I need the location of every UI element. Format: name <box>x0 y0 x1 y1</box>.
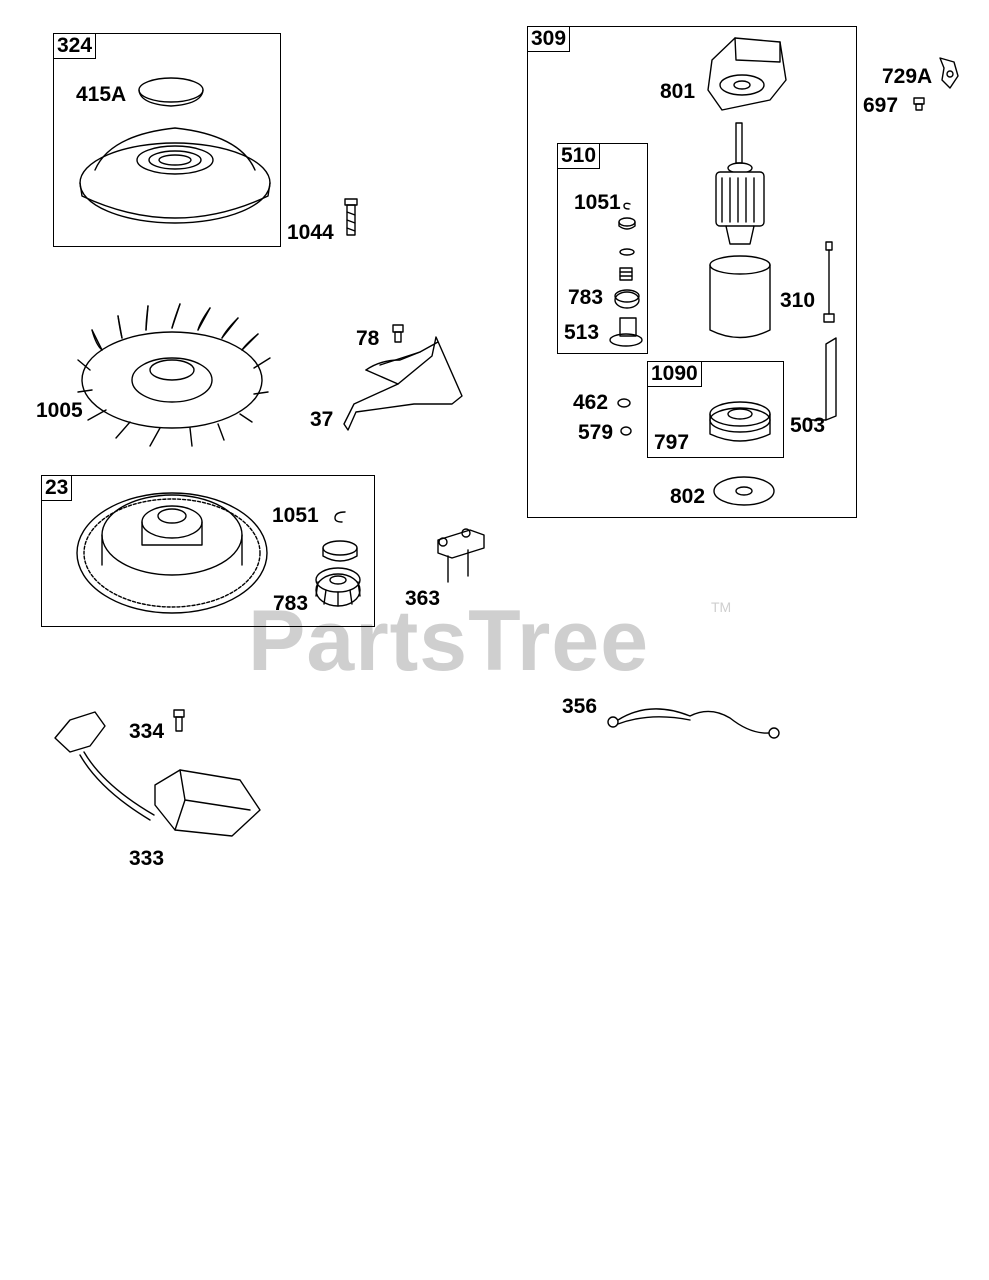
nut-579-drawing <box>620 426 632 436</box>
group-box-1090: 1090 <box>647 361 784 458</box>
callout-801: 801 <box>660 80 696 103</box>
callout-503: 503 <box>790 414 826 437</box>
fan-1005-drawing <box>77 303 271 447</box>
flywheel-23-drawing <box>76 492 268 614</box>
screw-697-drawing <box>913 97 925 111</box>
housing-310-drawing <box>709 255 771 339</box>
callout-783-starter: 783 <box>568 286 604 309</box>
group-tag-510: 510 <box>557 143 601 169</box>
ignition-coil-333-drawing <box>54 711 261 837</box>
callout-356: 356 <box>562 695 598 718</box>
screw-78-drawing <box>392 324 404 343</box>
gear-783-drawing <box>315 540 361 607</box>
nut-462-drawing <box>617 398 631 408</box>
cap-415A-drawing <box>138 77 204 107</box>
callout-783-flywheel: 783 <box>273 592 309 615</box>
callout-310: 310 <box>780 289 816 312</box>
callout-1051-starter: 1051 <box>574 191 621 214</box>
callout-797: 797 <box>654 431 690 454</box>
blower-housing-drawing <box>79 127 271 224</box>
callout-579: 579 <box>578 421 614 444</box>
bolt-1044-drawing <box>344 198 358 236</box>
group-box-510: 510 <box>557 143 648 354</box>
group-tag-324: 324 <box>53 33 97 59</box>
callout-513: 513 <box>564 321 600 344</box>
washer-802-drawing <box>713 476 775 506</box>
clip-1051-drawing <box>334 511 346 523</box>
group-tag-309: 309 <box>527 26 571 52</box>
group-box-23: 23 <box>41 475 375 627</box>
brush-holder-797-drawing <box>709 401 771 442</box>
callout-1005: 1005 <box>36 399 83 422</box>
trademark-mark: TM <box>711 599 732 615</box>
callout-729A: 729A <box>882 65 933 88</box>
callout-462: 462 <box>573 391 609 414</box>
group-tag-1090: 1090 <box>647 361 702 387</box>
callout-78: 78 <box>356 327 380 350</box>
group-box-309: 309 <box>527 26 857 518</box>
callout-334: 334 <box>129 720 165 743</box>
callout-1051-flywheel: 1051 <box>272 504 319 527</box>
through-bolt-drawing <box>823 241 835 323</box>
group-tag-23: 23 <box>41 475 73 501</box>
strap-503-drawing <box>807 337 837 421</box>
ground-strap-356-drawing <box>607 708 780 739</box>
callout-37: 37 <box>310 408 334 431</box>
callout-802: 802 <box>670 485 706 508</box>
end-cap-801-drawing <box>707 37 787 111</box>
bracket-729A-drawing <box>939 57 959 89</box>
screw-334-drawing <box>173 709 185 732</box>
drive-parts-510-drawing <box>609 202 643 347</box>
group-box-324: 324 <box>53 33 281 247</box>
air-guide-37-drawing <box>343 336 463 431</box>
callout-363: 363 <box>405 587 441 610</box>
callout-415A: 415A <box>76 83 127 106</box>
bracket-363-drawing <box>437 528 485 583</box>
callout-1044: 1044 <box>287 221 334 244</box>
callout-697: 697 <box>863 94 899 117</box>
callout-333: 333 <box>129 847 165 870</box>
watermark-text: PartsTree <box>248 593 650 689</box>
armature-drawing <box>715 122 765 245</box>
